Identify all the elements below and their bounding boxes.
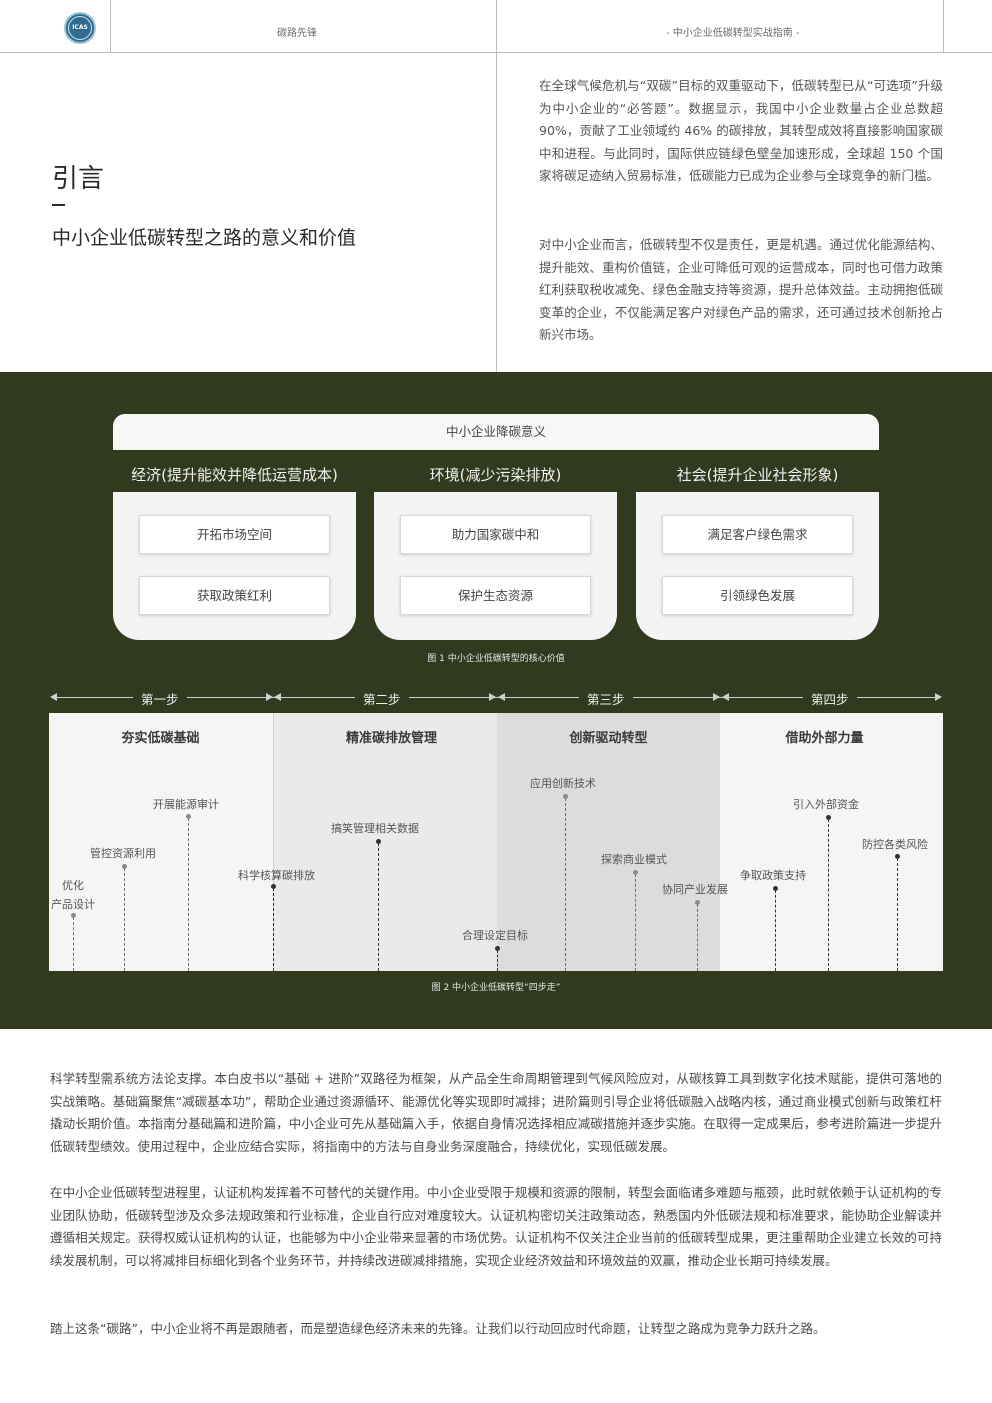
intro-paragraph-1: 在全球气候危机与“双碳”目标的双重驱动下，低碳转型已从“可选项”升级为中小企业的… xyxy=(539,78,943,183)
category-card-society: 满足客户绿色需求 引领绿色发展 xyxy=(636,492,879,640)
milestone-dot xyxy=(695,900,700,905)
milestone-line xyxy=(378,843,379,971)
milestone-dot xyxy=(186,814,191,819)
figure2-caption: 图 2 中小企业低碳转型“四步走” xyxy=(431,983,561,993)
value-box: 保护生态资源 xyxy=(400,576,591,615)
step-arrow-line xyxy=(52,697,940,698)
milestone-line xyxy=(897,858,898,971)
header-left-title: 碳路先锋 xyxy=(277,28,317,39)
milestone-label: 防控各类风险 xyxy=(862,838,928,851)
figure1-caption: 图 1 中小企业低碳转型的核心价值 xyxy=(427,654,565,664)
milestone-dot xyxy=(71,913,76,918)
header-divider-middle xyxy=(496,0,497,372)
value-box: 满足客户绿色需求 xyxy=(662,515,853,554)
category-card-economy: 开拓市场空间 获取政策红利 xyxy=(113,492,356,640)
body-paragraph-2: 在中小企业低碳转型进程里，认证机构发挥着不可替代的关键作用。中小企业受限于规模和… xyxy=(50,1185,942,1269)
milestone-line xyxy=(697,904,698,971)
milestone-line xyxy=(828,819,829,971)
arrow-left-head xyxy=(274,693,281,701)
milestone-label: 合理设定目标 xyxy=(462,929,528,942)
category-label-economy: 经济(提升能效并降低运营成本) xyxy=(131,466,338,484)
step-label-4: 第四步 xyxy=(803,689,857,708)
category-label-society: 社会(提升企业社会形象) xyxy=(676,466,839,484)
milestone-dot xyxy=(826,815,831,820)
intro-title: 引言 xyxy=(52,164,105,194)
milestone-line xyxy=(73,917,74,971)
phase-column-1 xyxy=(49,713,273,971)
milestone-dot xyxy=(376,839,381,844)
milestone-label: 引入外部资金 xyxy=(793,798,859,811)
milestone-line xyxy=(273,888,274,971)
icas-logo: ICAS xyxy=(64,12,96,44)
logo-text: ICAS xyxy=(68,16,92,40)
phase-column-3 xyxy=(497,713,720,971)
value-box: 引领绿色发展 xyxy=(662,576,853,615)
milestone-dot xyxy=(563,794,568,799)
milestone-label: 探索商业模式 xyxy=(601,853,667,866)
body-paragraph-3: 踏上这条“碳路”，中小企业将不再是跟随者，而是塑造绿色经济未来的先锋。让我们以行… xyxy=(50,1321,826,1336)
step-label-3: 第三步 xyxy=(579,689,633,708)
arrow-right-head xyxy=(713,693,720,701)
milestone-label: 优化 xyxy=(62,879,84,892)
milestone-dot xyxy=(773,886,778,891)
step-label-2: 第二步 xyxy=(355,689,409,708)
milestone-label: 产品设计 xyxy=(51,898,95,911)
milestone-line xyxy=(635,874,636,971)
intro-subtitle: 中小企业低碳转型之路的意义和价值 xyxy=(52,227,357,249)
phase-column-4 xyxy=(720,713,943,971)
milestone-label: 搞笑管理相关数据 xyxy=(331,822,419,835)
milestone-line xyxy=(188,818,189,971)
milestone-dot xyxy=(895,854,900,859)
phase-title-4: 借助外部力量 xyxy=(785,731,864,746)
phase-title-2: 精准碳排放管理 xyxy=(345,731,437,746)
milestone-label: 协同产业发展 xyxy=(662,883,728,896)
milestone-dot xyxy=(495,946,500,951)
milestone-line xyxy=(565,798,566,971)
arrow-right-head xyxy=(489,693,496,701)
milestone-label: 科学核算碳排放 xyxy=(238,869,315,882)
milestone-line xyxy=(775,890,776,971)
arrow-left-head xyxy=(722,693,729,701)
value-box: 助力国家碳中和 xyxy=(400,515,591,554)
header-right-title: - 中小企业低碳转型实战指南 - xyxy=(666,28,800,39)
milestone-line xyxy=(124,868,125,971)
arrow-right-head xyxy=(266,693,273,701)
milestone-dot xyxy=(122,864,127,869)
value-box: 获取政策红利 xyxy=(139,576,330,615)
milestone-line xyxy=(497,950,498,971)
value-box: 开拓市场空间 xyxy=(139,515,330,554)
header-divider-right xyxy=(943,0,944,52)
step-label-1: 第一步 xyxy=(133,689,187,708)
intro-paragraph-2: 对中小企业而言，低碳转型不仅是责任，更是机遇。通过优化能源结构、提升能效、重构价… xyxy=(539,237,943,342)
category-label-environment: 环境(减少污染排放) xyxy=(429,466,562,484)
milestone-dot xyxy=(271,884,276,889)
body-paragraph-1: 科学转型需系统方法论支撑。本白皮书以“基础 + 进阶”双路径为框架，从产品全生命… xyxy=(50,1071,942,1155)
phase-title-1: 夯实低碳基础 xyxy=(121,731,200,746)
arrow-left-head xyxy=(50,693,57,701)
milestone-label: 应用创新技术 xyxy=(530,777,596,790)
arrow-left-head xyxy=(498,693,505,701)
intro-dash xyxy=(52,204,65,206)
header-divider-left xyxy=(110,0,111,52)
arrow-right-head xyxy=(935,693,942,701)
phase-column-2 xyxy=(273,713,497,971)
milestone-label: 争取政策支持 xyxy=(740,869,806,882)
milestone-dot xyxy=(633,870,638,875)
category-card-environment: 助力国家碳中和 保护生态资源 xyxy=(374,492,617,640)
milestone-label: 开展能源审计 xyxy=(153,798,219,811)
figure1-top-label: 中小企业降碳意义 xyxy=(113,414,879,450)
milestone-label: 管控资源利用 xyxy=(90,847,156,860)
phase-title-3: 创新驱动转型 xyxy=(569,731,648,746)
